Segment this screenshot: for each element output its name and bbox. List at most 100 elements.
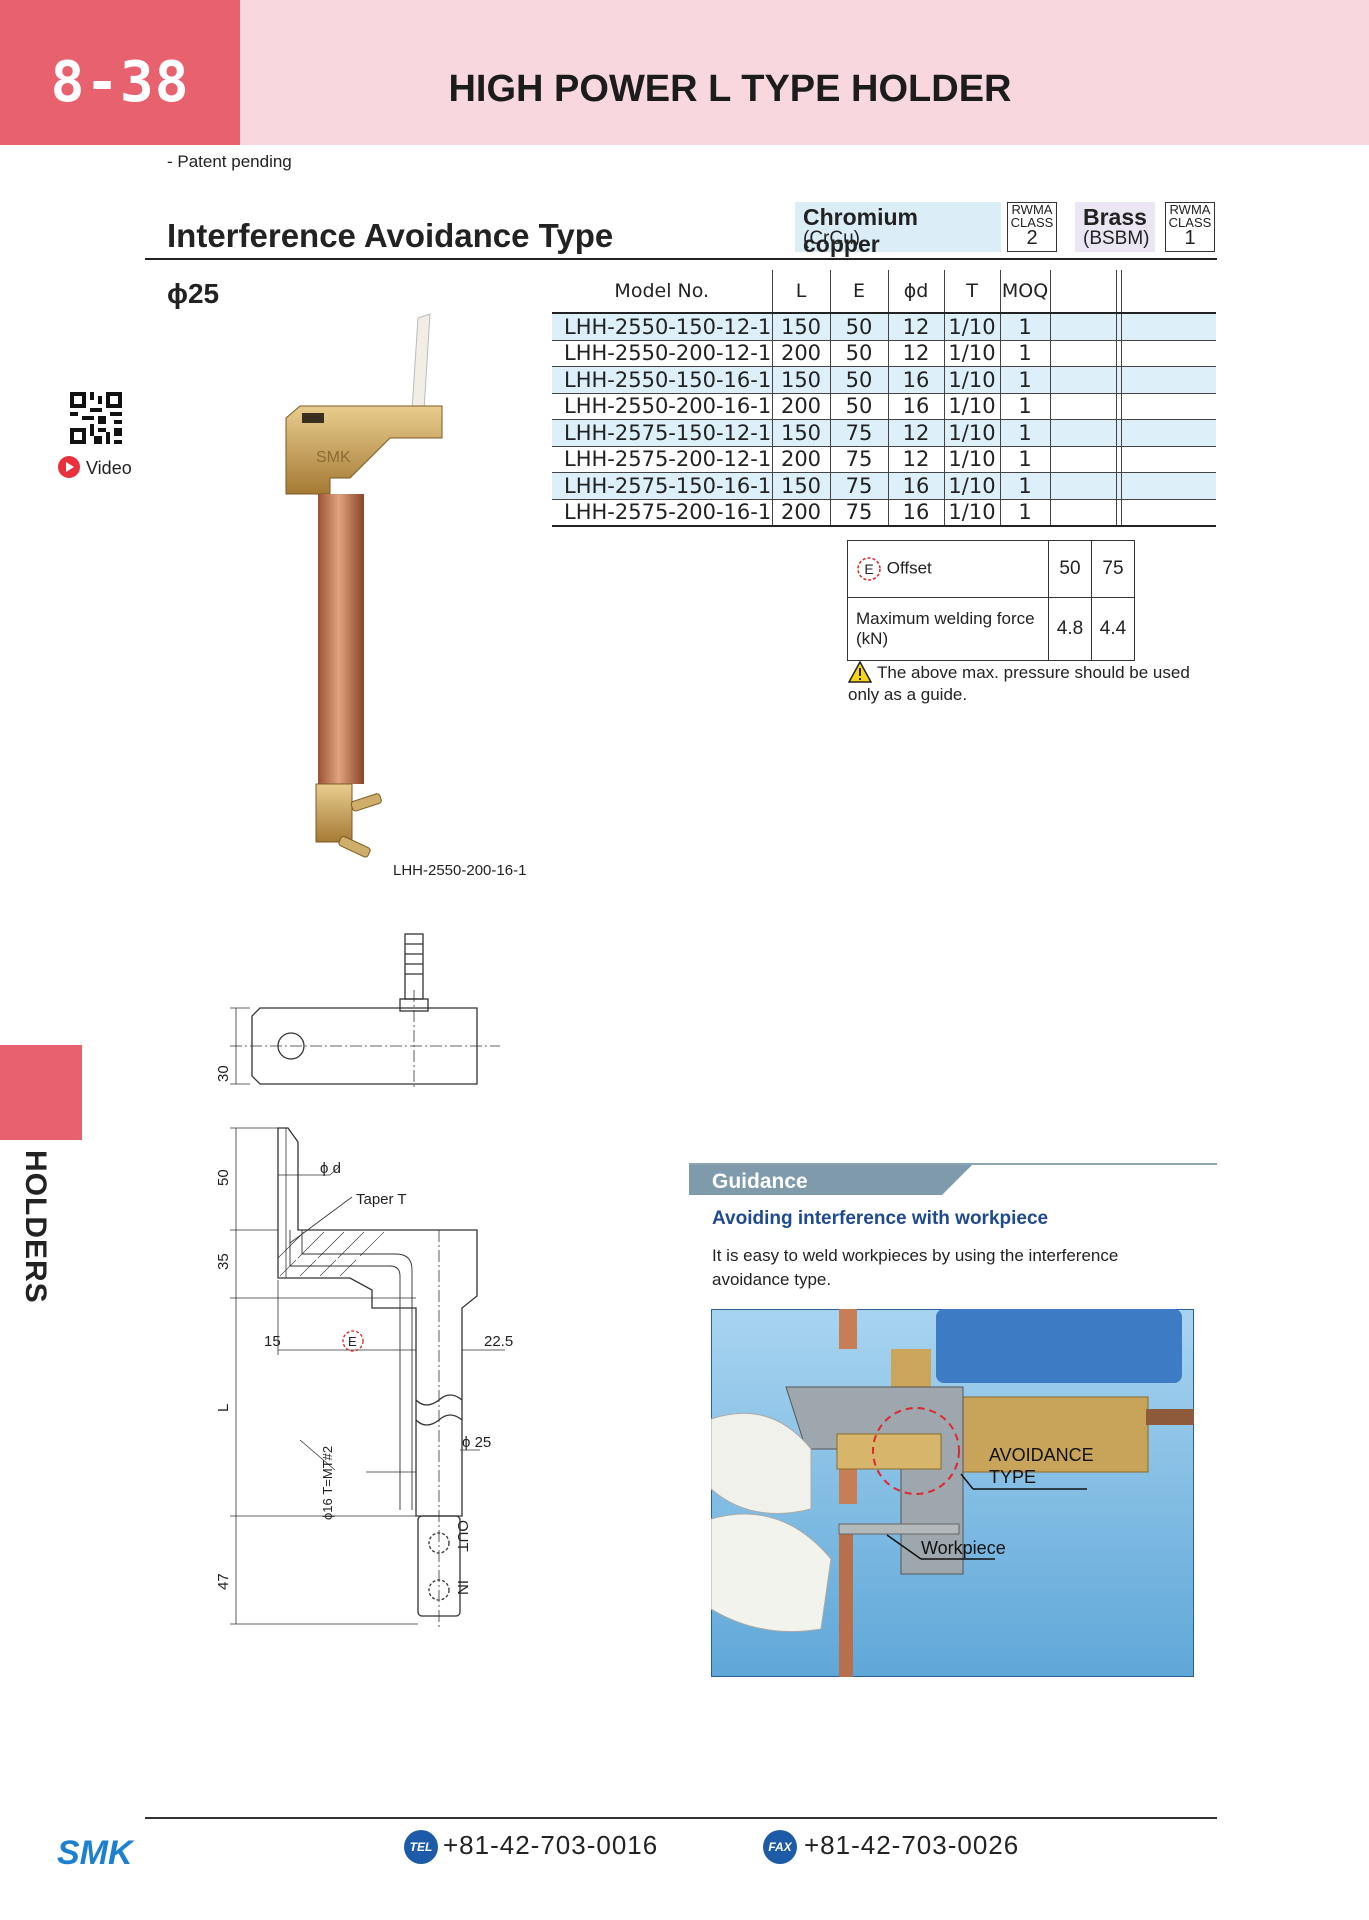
table-blank-cell [1120, 339, 1216, 367]
table-cell: 150 [771, 419, 830, 446]
material-symbol: (CrCu) [803, 228, 860, 249]
taper-label: Taper T [356, 1191, 407, 1208]
company-logo: SMK [57, 1834, 135, 1870]
guidance-photo: AVOIDANCE TYPE Workpiece [711, 1309, 1194, 1677]
offset-row: E Offset 50 75 [847, 540, 1135, 598]
e-mark: E [348, 1334, 357, 1349]
spec-table: Model No. L E ϕd T MOQ LHH-2550-150-12-1… [552, 270, 1216, 527]
table-cell: 50 [829, 366, 888, 393]
table-cell: 1/10 [943, 392, 1000, 420]
play-icon[interactable] [58, 456, 80, 478]
table-cell: 1/10 [943, 472, 1000, 499]
table-blank-cell [1120, 392, 1216, 420]
sidebar-label: HOLDERS [19, 1150, 52, 1304]
dim-50: 50 [215, 1169, 232, 1186]
guidance-tab [689, 1165, 972, 1195]
header-l: L [771, 270, 830, 314]
table-cell: 200 [771, 498, 830, 527]
offset-value: 50 [1048, 540, 1092, 598]
table-cell: 1/10 [943, 312, 1000, 340]
table-blank-cell [1115, 498, 1121, 527]
offset-value: 75 [1091, 540, 1135, 598]
offset-label-cell: E Offset [847, 540, 1049, 598]
class-value: 2 [1026, 227, 1038, 249]
table-cell: 75 [829, 472, 888, 499]
table-blank-cell [1049, 339, 1116, 367]
table-blank-cell [1115, 392, 1121, 420]
table-cell: 75 [829, 419, 888, 446]
warning-note: The above max. pressure should be used o… [848, 663, 1190, 704]
table-cell: 1 [999, 312, 1050, 340]
guidance-rule [689, 1163, 1217, 1165]
force-value: 4.4 [1091, 597, 1135, 661]
table-cell: 1 [999, 339, 1050, 367]
phone-number[interactable]: +81-42-703-0016 [443, 1830, 659, 1860]
fax-number: +81-42-703-0026 [804, 1830, 1020, 1860]
force-value: 4.8 [1048, 597, 1092, 661]
table-blank-cell [1120, 445, 1216, 473]
phone-icon: TEL [404, 1830, 438, 1864]
table-blank-cell [1115, 472, 1121, 499]
table-cell: 12 [887, 445, 944, 473]
fax-icon: FAX [763, 1830, 797, 1864]
photo-caption: LHH-2550-200-16-1 [393, 862, 527, 879]
model-number-cell: LHH-2550-200-16-1 [552, 392, 772, 420]
rwma-class-box: RWMA CLASS 2 [1007, 202, 1057, 252]
table-cell: 1/10 [943, 339, 1000, 367]
table-blank-cell [1120, 366, 1216, 393]
table-cell: 1/10 [943, 445, 1000, 473]
diameter-label: ϕ25 [167, 278, 220, 309]
in-label: IN [454, 1580, 471, 1595]
table-cell: 1 [999, 366, 1050, 393]
header-e: E [829, 270, 888, 314]
sidebar-tab [0, 1045, 82, 1140]
guidance-tab-label: Guidance [712, 1170, 808, 1193]
video-link[interactable]: Video [86, 458, 132, 478]
dim-15: 15 [264, 1333, 281, 1350]
model-number-cell: LHH-2575-150-12-1 [552, 419, 772, 446]
page-number: 8-38 [50, 50, 190, 115]
table-blank-cell [1120, 498, 1216, 527]
table-blank-cell [1049, 498, 1116, 527]
patent-note: - Patent pending [167, 152, 292, 171]
table-cell: 1 [999, 498, 1050, 527]
dim-22-5: 22.5 [484, 1333, 513, 1350]
avoidance-label-1: AVOIDANCE [989, 1445, 1094, 1465]
phi16-label: ϕ16 T=MT#2 [320, 1446, 335, 1520]
table-blank-cell [1120, 312, 1216, 340]
table-blank-cell [1115, 419, 1121, 446]
out-label: OUT [454, 1520, 471, 1552]
page-title: HIGH POWER L TYPE HOLDER [448, 68, 1012, 110]
model-number-cell: LHH-2550-150-12-1 [552, 312, 772, 340]
model-number-cell: LHH-2575-150-16-1 [552, 472, 772, 499]
product-photo: SMK [285, 313, 443, 858]
table-cell: 1/10 [943, 366, 1000, 393]
table-cell: 75 [829, 498, 888, 527]
table-cell: 50 [829, 392, 888, 420]
page-number-box [0, 0, 240, 145]
guidance-text: It is easy to weld workpieces by using t… [712, 1246, 1119, 1289]
dim-l: L [215, 1404, 232, 1412]
table-blank-cell [1115, 339, 1121, 367]
offset-label: Offset [886, 558, 932, 578]
table-cell: 150 [771, 366, 830, 393]
class-label: CLASS [1168, 215, 1212, 230]
phi-d-label: ϕ d [320, 1160, 341, 1177]
table-cell: 150 [771, 312, 830, 340]
rwma-label: RWMA [1169, 202, 1211, 217]
svg-text:SMK: SMK [316, 449, 351, 466]
table-cell: 1 [999, 472, 1050, 499]
table-cell: 200 [771, 445, 830, 473]
offset-force-table: E Offset 50 75 Maximum welding force (kN… [847, 540, 1135, 661]
dim-47: 47 [215, 1573, 232, 1590]
table-blank-cell [1049, 392, 1116, 420]
qr-code-icon[interactable] [70, 392, 122, 444]
table-cell: 1 [999, 392, 1050, 420]
table-blank-cell [1120, 472, 1216, 499]
rwma-label: RWMA [1011, 202, 1053, 217]
table-cell: 200 [771, 392, 830, 420]
